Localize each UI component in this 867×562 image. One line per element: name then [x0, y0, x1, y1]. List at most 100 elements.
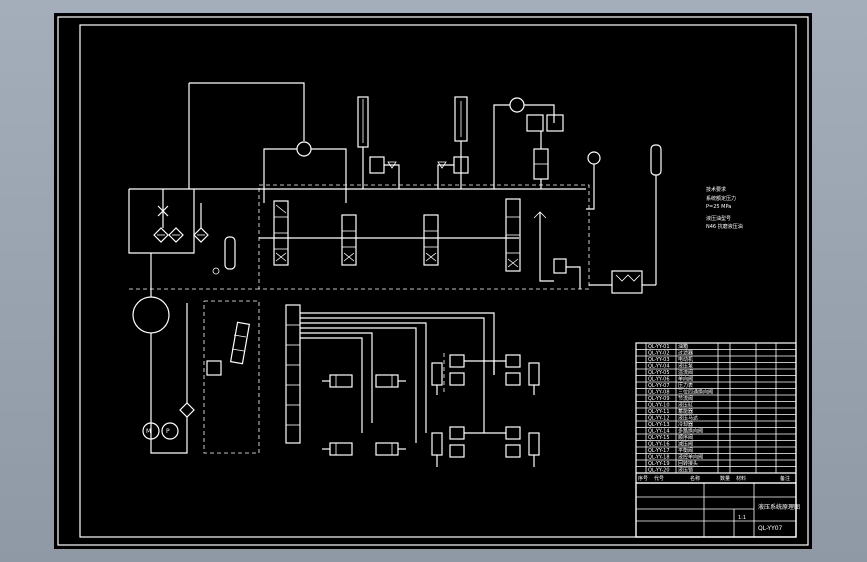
horizontal-cylinder-4 [375, 442, 406, 456]
pump-group-frame [128, 189, 195, 254]
directional-valve-3 [423, 214, 439, 266]
bom-name: 液压马达 [678, 415, 698, 422]
bom-name: 蓄能器 [678, 408, 693, 415]
bom-row: QL-YY-20 液压锁 [648, 467, 693, 474]
pressure-gauge-icon [509, 97, 525, 113]
bom-name: 压力表 [678, 382, 693, 389]
check-valve-icon [546, 114, 564, 132]
bom-code: QL-YY-04 [648, 364, 670, 370]
notes-line-1: 系统额定压力 [706, 195, 736, 202]
upper-circuit [128, 82, 662, 294]
bom-row: QL-YY-15 顺序阀 [648, 434, 693, 441]
bom-name: 回转接头 [678, 460, 698, 467]
pressure-line-top [189, 82, 305, 141]
bom-code: QL-YY-09 [648, 396, 670, 402]
relief-valve-icon [526, 114, 544, 132]
tank-icon [132, 296, 170, 334]
notes-line-2: P=25 MPa [706, 204, 731, 210]
bom-name: 油箱 [678, 343, 688, 350]
bom-row: QL-YY-05 溢流阀 [648, 369, 693, 376]
accumulator-icon [224, 236, 236, 270]
relief-valve-icon [369, 156, 385, 174]
bom-code: QL-YY-07 [648, 383, 670, 389]
directional-valve-1 [273, 200, 289, 266]
bom-row: QL-YY-07 压力表 [648, 382, 693, 389]
header-col-2: 名称 [690, 475, 700, 482]
header-col-5: 备注 [780, 475, 790, 482]
bom-code: QL-YY-14 [648, 429, 670, 435]
outer-frame [57, 16, 809, 546]
bom-name: 液压泵 [678, 363, 693, 370]
filter-icon [153, 227, 209, 243]
bom-code: QL-YY-10 [648, 403, 670, 409]
bom-code: QL-YY-13 [648, 422, 670, 428]
drawing-title: 液压系统原理图 [758, 503, 800, 511]
bom-row: QL-YY-18 液控单向阀 [648, 454, 703, 461]
throttle-valve-icon [553, 258, 567, 274]
bom-name: 顺序阀 [678, 434, 693, 441]
drawing-code: QL-YY07 [758, 525, 783, 532]
bom-code: QL-YY-18 [648, 455, 670, 461]
directional-valve-2 [341, 214, 357, 266]
notes-title: 技术要求 [706, 186, 726, 193]
outrigger-group-right [505, 354, 540, 467]
bom-name: 冷却器 [678, 421, 693, 428]
pump-icon [161, 422, 179, 440]
bom-name: 平衡阀 [678, 447, 693, 454]
bom-code: QL-YY-03 [648, 357, 670, 363]
header-col-0: 序号 [638, 475, 648, 482]
relief-valve-icon [206, 360, 222, 376]
svg-text:M: M [146, 428, 151, 435]
notes-line-3: 液压油型号 [706, 215, 731, 222]
bom-name: 液压锁 [678, 467, 693, 474]
technical-notes: 技术要求 系统额定压力 P=25 MPa 液压油型号 N46 抗磨液压油 [706, 186, 743, 230]
header-col-4: 材料 [736, 475, 746, 482]
multi-way-valve [229, 321, 251, 365]
multi-valve-outline [203, 300, 260, 454]
outrigger-group-left [431, 353, 465, 467]
gauge-icon [212, 267, 220, 275]
horizontal-cylinder-1 [322, 374, 353, 388]
horizontal-cylinder-3 [322, 442, 353, 456]
bom-name: 溢流阀 [678, 369, 693, 376]
bom-name: 减压阀 [678, 441, 693, 448]
header-col-1: 代号 [654, 475, 664, 482]
valve-block-outline [258, 184, 590, 290]
bom-name: 过滤器 [678, 350, 693, 357]
pressure-gauge-icon [296, 141, 312, 157]
bom-code: QL-YY-06 [648, 377, 670, 383]
bom-row: QL-YY-09 节流阀 [648, 395, 693, 402]
directional-valve-4 [505, 198, 521, 272]
bom-row: QL-YY-16 减压阀 [648, 441, 693, 448]
bom-name: 三位四通换向阀 [678, 389, 713, 396]
bom-name: 节流阀 [678, 395, 693, 402]
multi-way-valve-stack [285, 304, 301, 444]
drawing-scale: 1:1 [738, 515, 746, 521]
bom-row: QL-YY-17 平衡阀 [648, 447, 693, 454]
bom-name: 液控单向阀 [678, 454, 703, 461]
bom-code: QL-YY-20 [648, 468, 670, 474]
bom-code: QL-YY-05 [648, 370, 670, 376]
bom-row: QL-YY-13 冷却器 [648, 421, 693, 428]
bom-code: QL-YY-08 [648, 390, 670, 396]
bom-code: QL-YY-15 [648, 435, 670, 441]
horizontal-cylinder-2 [375, 374, 406, 388]
bom-name: 多路换向阀 [678, 428, 703, 435]
bom-code: QL-YY-16 [648, 442, 670, 448]
bom-code: QL-YY-17 [648, 448, 670, 454]
svg-text:P: P [166, 428, 170, 435]
notes-line-4: N46 抗磨液压油 [706, 223, 743, 230]
